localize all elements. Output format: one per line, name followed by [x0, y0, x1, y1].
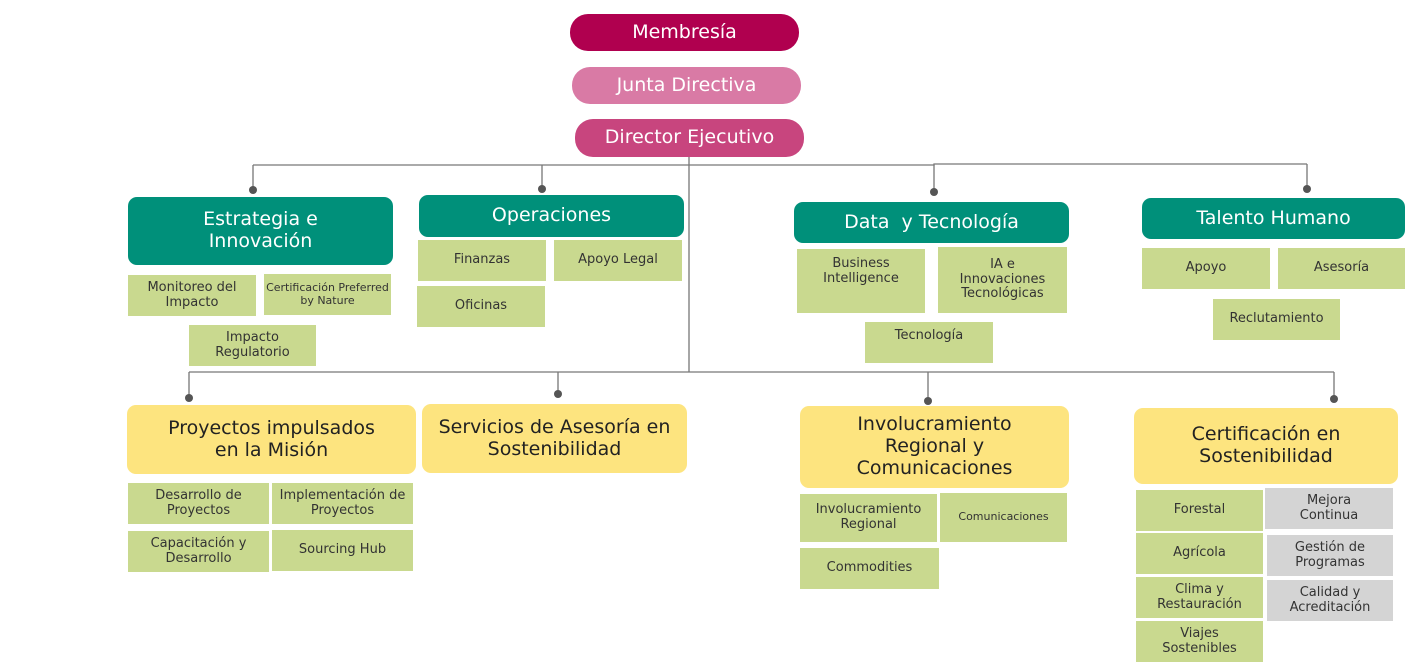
- node-desarrollo-proyectos: Desarrollo de Proyectos: [128, 483, 269, 524]
- node-certificacion-pbn: Certificación Preferred by Nature: [264, 274, 391, 315]
- node-gestion-programas: Gestión de Programas: [1267, 535, 1393, 576]
- node-ia-innovaciones: IA e Innovaciones Tecnológicas: [938, 247, 1067, 313]
- node-forestal: Forestal: [1136, 490, 1263, 531]
- node-certificacion-sostenibilidad: Certificación en Sostenibilidad: [1134, 408, 1398, 484]
- node-oficinas: Oficinas: [417, 286, 545, 327]
- node-business-intelligence: Business Intelligence: [797, 249, 925, 313]
- node-capacitacion: Capacitación y Desarrollo: [128, 531, 269, 572]
- node-membresia: Membresía: [570, 14, 799, 51]
- node-reclutamiento: Reclutamiento: [1213, 299, 1340, 340]
- node-implementacion-proyectos: Implementación de Proyectos: [272, 483, 413, 524]
- node-mejora-continua: Mejora Continua: [1265, 488, 1393, 529]
- node-monitoreo: Monitoreo del Impacto: [128, 275, 256, 316]
- node-impacto-regulatorio: Impacto Regulatorio: [189, 325, 316, 366]
- node-agricola: Agrícola: [1136, 533, 1263, 574]
- node-apoyo: Apoyo: [1142, 248, 1270, 289]
- node-comunicaciones: Comunicaciones: [940, 493, 1067, 542]
- node-proyectos: Proyectos impulsados en la Misión: [127, 405, 416, 474]
- node-finanzas: Finanzas: [418, 240, 546, 281]
- node-servicios-asesoria: Servicios de Asesoría en Sostenibilidad: [422, 404, 687, 473]
- connector-top-bus: [253, 163, 1307, 166]
- node-sourcing-hub: Sourcing Hub: [272, 530, 413, 571]
- node-asesoria: Asesoría: [1278, 248, 1405, 289]
- node-operaciones: Operaciones: [419, 195, 684, 237]
- node-clima-restauracion: Clima y Restauración: [1136, 577, 1263, 618]
- node-involucramiento: Involucramiento Regional y Comunicacione…: [800, 406, 1069, 488]
- node-viajes-sostenibles: Viajes Sostenibles: [1136, 621, 1263, 662]
- node-involucramiento-regional: Involucramiento Regional: [800, 494, 937, 542]
- node-talento-humano: Talento Humano: [1142, 198, 1405, 239]
- node-calidad-acreditacion: Calidad y Acreditación: [1267, 580, 1393, 621]
- node-tecnologia: Tecnología: [865, 322, 993, 363]
- node-apoyo-legal: Apoyo Legal: [554, 240, 682, 281]
- node-commodities: Commodities: [800, 548, 939, 589]
- node-data-tecnologia: Data y Tecnología: [794, 202, 1069, 243]
- node-junta-directiva: Junta Directiva: [572, 67, 801, 104]
- node-estrategia: Estrategia e Innovación: [128, 197, 393, 265]
- node-director-ejecutivo: Director Ejecutivo: [575, 119, 804, 157]
